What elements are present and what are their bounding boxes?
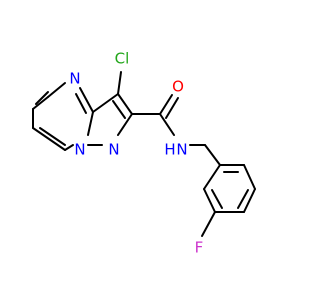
bond-carbonyl-nh xyxy=(159,113,175,136)
amide-nitrogen-label: N xyxy=(176,141,187,159)
bond-aryl-f xyxy=(201,211,216,237)
ring-nitrogen-five-label: N xyxy=(108,141,119,159)
bond-aryl-4 xyxy=(243,188,256,213)
atom-label-layer: Cl O N H N N N F xyxy=(69,50,203,257)
chlorine-label: Cl xyxy=(115,50,130,68)
bond-c2-n5 xyxy=(117,113,133,136)
bond-c-low-c-bottom-double xyxy=(39,127,66,146)
bond-carbonyl-o-double xyxy=(165,97,179,119)
ring-nitrogen-bridge-label: N xyxy=(74,141,85,159)
molecule-structure: Cl O N H N N N F xyxy=(32,50,256,257)
bond-ch2-aryl xyxy=(204,144,221,166)
bond-c3-cl xyxy=(117,71,122,95)
bond-c3-c2-double xyxy=(112,100,126,119)
bond-aryl-4-double xyxy=(237,189,249,209)
bond-c-low-c-bottom xyxy=(32,127,66,151)
oxygen-label: O xyxy=(172,78,184,96)
fluorine-label: F xyxy=(195,239,204,257)
bond-c-fused-n-top xyxy=(79,87,94,113)
bond-aryl-5 xyxy=(243,164,256,190)
bond-layer xyxy=(32,71,256,237)
bond-aryl-1 xyxy=(203,164,221,190)
bond-n-bridge-c-fused xyxy=(87,111,94,136)
bond-carbonyl-o xyxy=(159,94,173,115)
bond-c3-c2 xyxy=(117,93,133,115)
amide-hydrogen-label: H xyxy=(164,141,175,159)
bond-c-bottom-n-bridge xyxy=(64,144,74,151)
bond-aryl-2 xyxy=(203,188,216,213)
bond-c-up-c-mid xyxy=(32,96,49,110)
bond-n-top-c-up xyxy=(47,82,66,98)
bond-c-fused-n-top-double xyxy=(75,93,87,114)
bond-c-up-c-mid-double xyxy=(35,91,49,105)
bond-aryl-2-double xyxy=(211,189,223,209)
molecule-canvas: Cl O N H N N N F xyxy=(32,49,256,257)
ring-nitrogen-top-label: N xyxy=(69,70,80,88)
bond-c-fused-c3 xyxy=(92,93,119,113)
